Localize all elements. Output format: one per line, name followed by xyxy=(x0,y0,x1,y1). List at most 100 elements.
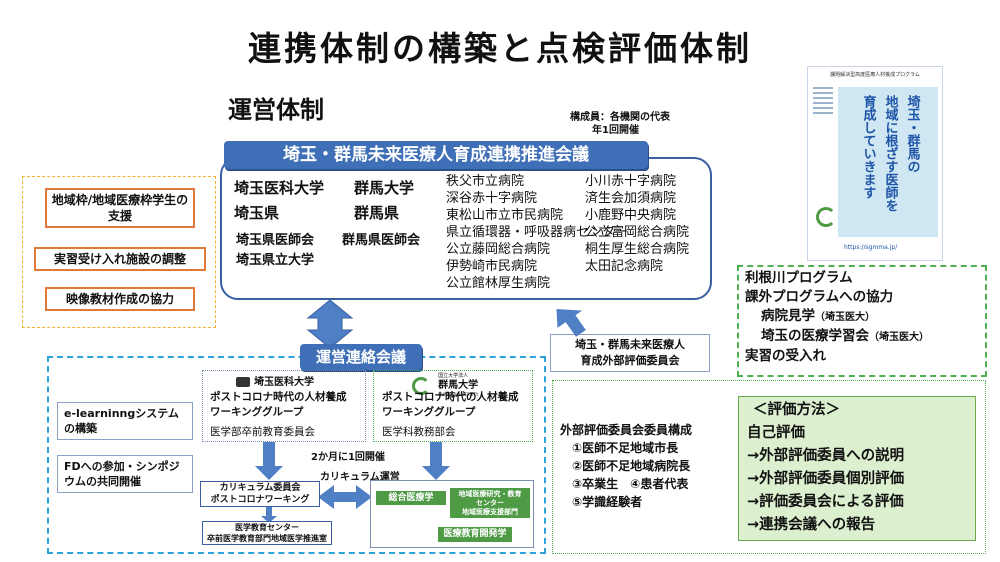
saitama-wg-name: ポストコロナ時代の人材養成 ワーキンググループ xyxy=(210,390,347,420)
tone-line: 埼玉の医療学習会（埼玉医大） xyxy=(761,328,929,344)
hospital-item: 小鹿野中央病院 xyxy=(585,208,677,223)
ops-item-elearning: e-learninngシステムの構築 xyxy=(57,402,193,440)
med-center-line: 医学教育センター xyxy=(235,523,299,532)
hospital-item: 伊勢崎市民病院 xyxy=(446,259,538,274)
page-title: 連携体制の構築と点検評価体制 xyxy=(248,29,752,68)
community-center-line: 地域医療研究・教育 xyxy=(458,489,522,498)
hospital-item: 公立館林厚生病院 xyxy=(446,276,551,291)
support-item: 映像教材作成の協力 xyxy=(45,287,195,311)
hospital-item: 深谷赤十字病院 xyxy=(446,191,538,206)
down-arrow-icon xyxy=(255,442,283,480)
booklet-logo-icon xyxy=(816,207,836,227)
ops-curriculum-label: カリキュラム運営 xyxy=(320,472,400,483)
evaluation-method-box: ＜評価方法＞ 自己評価 →外部評価委員への説明 →外部評価委員個別評価 →評価委… xyxy=(738,396,976,541)
tone-line: 課外プログラムへの協力 xyxy=(745,289,894,305)
member-saitama-ma: 埼玉県医師会 xyxy=(236,233,315,248)
hospital-item: 公立富岡総合病院 xyxy=(585,225,690,240)
gunma-dept: 医学科教務部会 xyxy=(382,426,456,438)
saitama-dept: 医学部卒前教育委員会 xyxy=(210,426,315,438)
hospital-item: 済生会加須病院 xyxy=(585,191,677,206)
booklet-title-area: 埼玉・群馬の 地域に根ざす医師を 育成していきます xyxy=(838,87,938,237)
external-member-item: ⑤学識経験者 xyxy=(572,495,643,509)
hospital-item: 太田記念病院 xyxy=(585,259,664,274)
gunma-wg-name: ポストコロナ時代の人材養成 ワーキンググループ xyxy=(382,390,519,420)
gunma-wg-line: ポストコロナ時代の人材養成 xyxy=(382,391,519,403)
gunma-logo-small: 国立大学法人 xyxy=(438,373,469,379)
support-group xyxy=(22,176,216,328)
external-committee-line: 育成外部評価委員会 xyxy=(580,354,680,367)
evaluation-line: →外部評価委員への説明 xyxy=(747,448,905,464)
saitama-wg-line: ワーキンググループ xyxy=(210,406,304,418)
gunma-wg-line: ワーキンググループ xyxy=(382,406,476,418)
member-saitama-pref: 埼玉県 xyxy=(234,204,280,222)
booklet-cover: 課題解決型高度医療人材養成プログラム 埼玉・群馬の 地域に根ざす医師を 育成して… xyxy=(807,66,943,261)
sogo-box: 総合医療学 xyxy=(376,491,446,505)
external-members: 外部評価委員会委員構成 ①医師不足地域市長 ②医師不足地域病院長 ③卒業生 ④患… xyxy=(560,421,692,511)
curriculum-committee-line: カリキュラム委員会 xyxy=(219,483,301,493)
member-gunma-pref: 群馬県 xyxy=(354,204,400,222)
gunma-logo-icon xyxy=(412,376,430,395)
med-center-line: 卒前医学教育部門地域医学推進室 xyxy=(207,534,327,543)
down-arrow-icon xyxy=(422,442,450,480)
booklet-title-line: 埼玉・群馬の xyxy=(905,94,921,173)
members-note-line: 年1回開催 xyxy=(592,125,639,136)
saitama-wg-line: ポストコロナ時代の人材養成 xyxy=(210,391,347,403)
member-gunma-ma: 群馬県医師会 xyxy=(342,233,421,248)
evaluation-line: →連携会議への報告 xyxy=(747,517,876,533)
members-note-line: 構成員：各機関の代表 xyxy=(570,112,670,123)
hospital-list-left: 秩父市立病院 深谷赤十字病院 東松山市立市民病院 県立循環器・呼吸器病センター … xyxy=(446,173,628,292)
hospital-item: 秩父市立病院 xyxy=(446,174,525,189)
hospital-item: 東松山市立市民病院 xyxy=(446,208,564,223)
external-member-item: ①医師不足地域市長 xyxy=(572,441,679,455)
community-center-line: 地域医療支援部門 xyxy=(462,507,518,516)
external-committee-line: 埼玉・群馬未来医療人 xyxy=(575,338,685,351)
evaluation-line: 自己評価 xyxy=(747,425,805,441)
booklet-title-line: 地域に根ざす医師を xyxy=(883,94,899,212)
saitama-logo-icon xyxy=(236,377,250,387)
support-item: 地域枠/地域医療枠学生の支援 xyxy=(45,188,195,228)
hospital-item: 公立藤岡総合病院 xyxy=(446,242,551,257)
med-center-box: 医学教育センター卒前医学教育部門地域医学推進室 xyxy=(202,521,332,545)
external-member-item: ③卒業生 ④患者代表 xyxy=(572,477,689,491)
curriculum-committee-line: ポストコロナワーキング xyxy=(210,495,310,505)
booklet-side-lines xyxy=(813,87,833,187)
community-center-line: センター xyxy=(476,498,504,507)
curriculum-committee-box: カリキュラム委員会ポストコロナワーキング xyxy=(200,481,320,507)
members-note: 構成員：各機関の代表 年1回開催 xyxy=(560,111,670,137)
section-subtitle: 運営体制 xyxy=(228,96,324,124)
gunma-logo: 国立大学法人 群馬大学 GUNMA UNIVERSITY xyxy=(412,372,478,399)
gunma-wg-box xyxy=(373,370,533,442)
external-members-heading: 外部評価委員会委員構成 xyxy=(560,423,693,437)
council-header: 埼玉・群馬未来医療人育成連携推進会議 xyxy=(224,141,648,169)
up-arrow-icon xyxy=(556,308,586,337)
tone-line: 利根川プログラム xyxy=(745,270,853,286)
ops-group xyxy=(47,356,546,554)
evaluation-line: ＜評価方法＞ xyxy=(753,402,840,418)
member-gunma-univ: 群馬大学 xyxy=(354,179,415,197)
member-saitama-pu: 埼玉県立大学 xyxy=(236,253,315,268)
external-member-item: ②医師不足地域病院長 xyxy=(572,459,691,473)
community-center-box: 地域医療研究・教育センター地域医療支援部門 xyxy=(450,488,530,518)
external-committee-box: 埼玉・群馬未来医療人 育成外部評価委員会 xyxy=(550,334,710,372)
tone-program-text: 利根川プログラム 課外プログラムへの協力 病院見学（埼玉医大） 埼玉の医療学習会… xyxy=(745,269,929,366)
booklet-title-line: 育成していきます xyxy=(861,94,877,199)
tone-line: 病院見学（埼玉医大） xyxy=(761,308,875,324)
med-dev-box: 医療教育開発学 xyxy=(438,527,512,542)
evaluation-line: →外部評価委員個別評価 xyxy=(747,471,905,487)
booklet-top-line: 課題解決型高度医療人材養成プログラム xyxy=(830,72,920,78)
tone-program-box xyxy=(737,265,987,377)
tone-line: 実習の受入れ xyxy=(745,348,826,364)
council-box xyxy=(220,157,712,300)
booklet-url: https://sgmma.jp/ xyxy=(844,244,898,251)
gunma-logo-name: 群馬大学 xyxy=(438,380,479,391)
hospital-item: 小川赤十字病院 xyxy=(585,174,677,189)
member-saitama-med: 埼玉医科大学 xyxy=(234,179,325,197)
ops-item-fd: FDへの参加・シンポジウムの共同開催 xyxy=(57,455,193,493)
hospital-list-right: 小川赤十字病院 済生会加須病院 小鹿野中央病院 公立富岡総合病院 桐生厚生総合病… xyxy=(585,173,689,275)
hospital-item: 県立循環器・呼吸器病センター xyxy=(446,225,629,240)
saitama-wg-box xyxy=(202,370,366,442)
ops-frequency: 2か月に1回開催 xyxy=(311,452,385,463)
booklet-title-svg: 埼玉・群馬の 地域に根ざす医師を 育成していきます xyxy=(861,94,921,212)
